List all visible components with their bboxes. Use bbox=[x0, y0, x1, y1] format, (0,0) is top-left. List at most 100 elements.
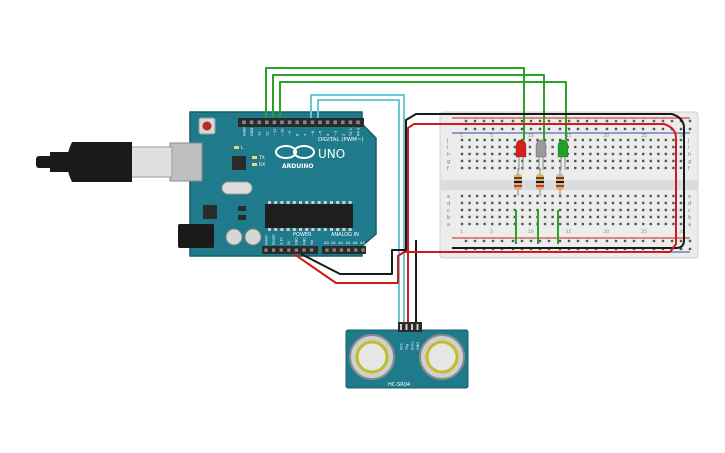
header-pin[interactable] bbox=[272, 120, 277, 125]
rail-hole bbox=[623, 119, 627, 123]
sensor-model-text: HC-SR04 bbox=[388, 382, 410, 388]
breadboard-hole bbox=[672, 194, 675, 198]
header-pin[interactable] bbox=[265, 120, 269, 125]
header-pin[interactable] bbox=[287, 120, 292, 125]
analog-pin[interactable] bbox=[332, 248, 336, 252]
breadboard-hole bbox=[596, 166, 600, 170]
breadboard-hole bbox=[679, 215, 683, 219]
rail-hole bbox=[585, 119, 589, 123]
rail-hole bbox=[491, 239, 495, 243]
breadboard-hole bbox=[589, 208, 592, 212]
analog-pin[interactable] bbox=[354, 248, 358, 252]
analog-pin[interactable] bbox=[339, 248, 343, 252]
analog-pin[interactable] bbox=[361, 248, 365, 252]
breadboard-hole bbox=[498, 194, 501, 198]
rail-hole bbox=[641, 119, 645, 123]
power-pin[interactable] bbox=[287, 248, 291, 252]
breadboard-hole bbox=[657, 166, 660, 170]
column-number: 25 bbox=[641, 229, 647, 235]
analog-pin-label: A2 bbox=[338, 241, 343, 245]
chip-pin bbox=[311, 201, 315, 204]
analog-pin[interactable] bbox=[325, 248, 329, 252]
wire-sensor-vcc bbox=[407, 123, 452, 330]
smd-component-1 bbox=[238, 206, 246, 211]
header-pin[interactable] bbox=[325, 120, 330, 125]
digital-pin-label: 4 bbox=[326, 133, 330, 136]
digital-header-pins bbox=[242, 120, 360, 125]
header-pin[interactable] bbox=[257, 120, 261, 125]
rail-hole bbox=[491, 127, 495, 131]
header-pin[interactable] bbox=[318, 120, 322, 125]
breadboard-hole bbox=[475, 145, 479, 149]
header-pin[interactable] bbox=[295, 120, 299, 125]
row-letter: b bbox=[688, 215, 691, 221]
power-pin[interactable] bbox=[294, 248, 298, 252]
crystal-oscillator bbox=[221, 181, 253, 195]
breadboard-hole bbox=[574, 152, 577, 156]
chip-pin bbox=[348, 228, 352, 231]
analog-pin-label: A3 bbox=[346, 241, 351, 245]
breadboard-hole bbox=[543, 222, 547, 226]
chip-pin bbox=[299, 228, 302, 231]
breadboard-hole bbox=[642, 194, 645, 198]
rail-hole bbox=[632, 239, 636, 243]
power-pin[interactable] bbox=[264, 248, 268, 252]
sensor-pin[interactable] bbox=[400, 324, 402, 330]
row-letter: g bbox=[688, 159, 691, 165]
header-pin[interactable] bbox=[242, 120, 246, 125]
chip-pin bbox=[274, 228, 278, 231]
rail-hole bbox=[511, 239, 515, 243]
breadboard-hole bbox=[574, 194, 577, 198]
sensor-pin[interactable] bbox=[411, 324, 413, 330]
breadboard-hole bbox=[581, 208, 584, 212]
sensor-pin[interactable] bbox=[405, 324, 408, 330]
power-pin[interactable] bbox=[272, 248, 276, 252]
sensor-pin-label: VCC bbox=[399, 342, 403, 350]
power-pin-label: RESET bbox=[272, 233, 276, 245]
rail-hole bbox=[576, 127, 580, 131]
rail-hole bbox=[688, 239, 692, 243]
header-pin[interactable] bbox=[303, 120, 307, 125]
breadboard-hole bbox=[626, 159, 630, 163]
power-jack bbox=[178, 224, 214, 248]
breadboard-hole bbox=[491, 145, 494, 149]
sensor-pin[interactable] bbox=[416, 324, 419, 330]
power-pin[interactable] bbox=[310, 248, 314, 252]
header-pin[interactable] bbox=[341, 120, 345, 125]
header-pin[interactable] bbox=[348, 120, 353, 125]
usb-plug-body bbox=[67, 142, 132, 182]
rail-hole bbox=[511, 127, 515, 131]
header-pin[interactable] bbox=[356, 120, 360, 125]
breadboard-hole bbox=[581, 166, 584, 170]
row-letter: h bbox=[447, 152, 450, 158]
column-number: 5 bbox=[490, 229, 493, 235]
rail-hole bbox=[529, 127, 533, 131]
power-pin-label: 3.3V bbox=[280, 237, 284, 245]
power-pin[interactable] bbox=[302, 248, 306, 252]
breadboard-hole bbox=[528, 145, 532, 149]
breadboard-hole bbox=[642, 152, 645, 156]
breadboard-hole bbox=[468, 222, 471, 226]
header-pin[interactable] bbox=[310, 120, 315, 125]
breadboard-hole bbox=[566, 222, 569, 226]
analog-pin[interactable] bbox=[347, 248, 351, 252]
header-pin[interactable] bbox=[249, 120, 254, 125]
breadboard-hole bbox=[649, 201, 652, 205]
header-pin[interactable] bbox=[333, 120, 337, 125]
wire-gnd-breadboard bbox=[300, 113, 452, 275]
breadboard-hole bbox=[604, 215, 607, 219]
column-number: 30 bbox=[679, 229, 685, 235]
led bbox=[535, 139, 547, 170]
breadboard-hole bbox=[657, 201, 660, 205]
row-letter: b bbox=[447, 215, 450, 221]
chip-pin bbox=[336, 201, 340, 204]
breadboard-hole bbox=[574, 159, 577, 163]
chip-pin bbox=[268, 228, 271, 231]
breadboard-hole bbox=[664, 166, 668, 170]
header-pin[interactable] bbox=[280, 120, 284, 125]
power-pin[interactable] bbox=[279, 248, 283, 252]
breadboard-hole bbox=[611, 194, 615, 198]
breadboard-hole bbox=[596, 194, 600, 198]
rail-hole bbox=[670, 119, 674, 123]
